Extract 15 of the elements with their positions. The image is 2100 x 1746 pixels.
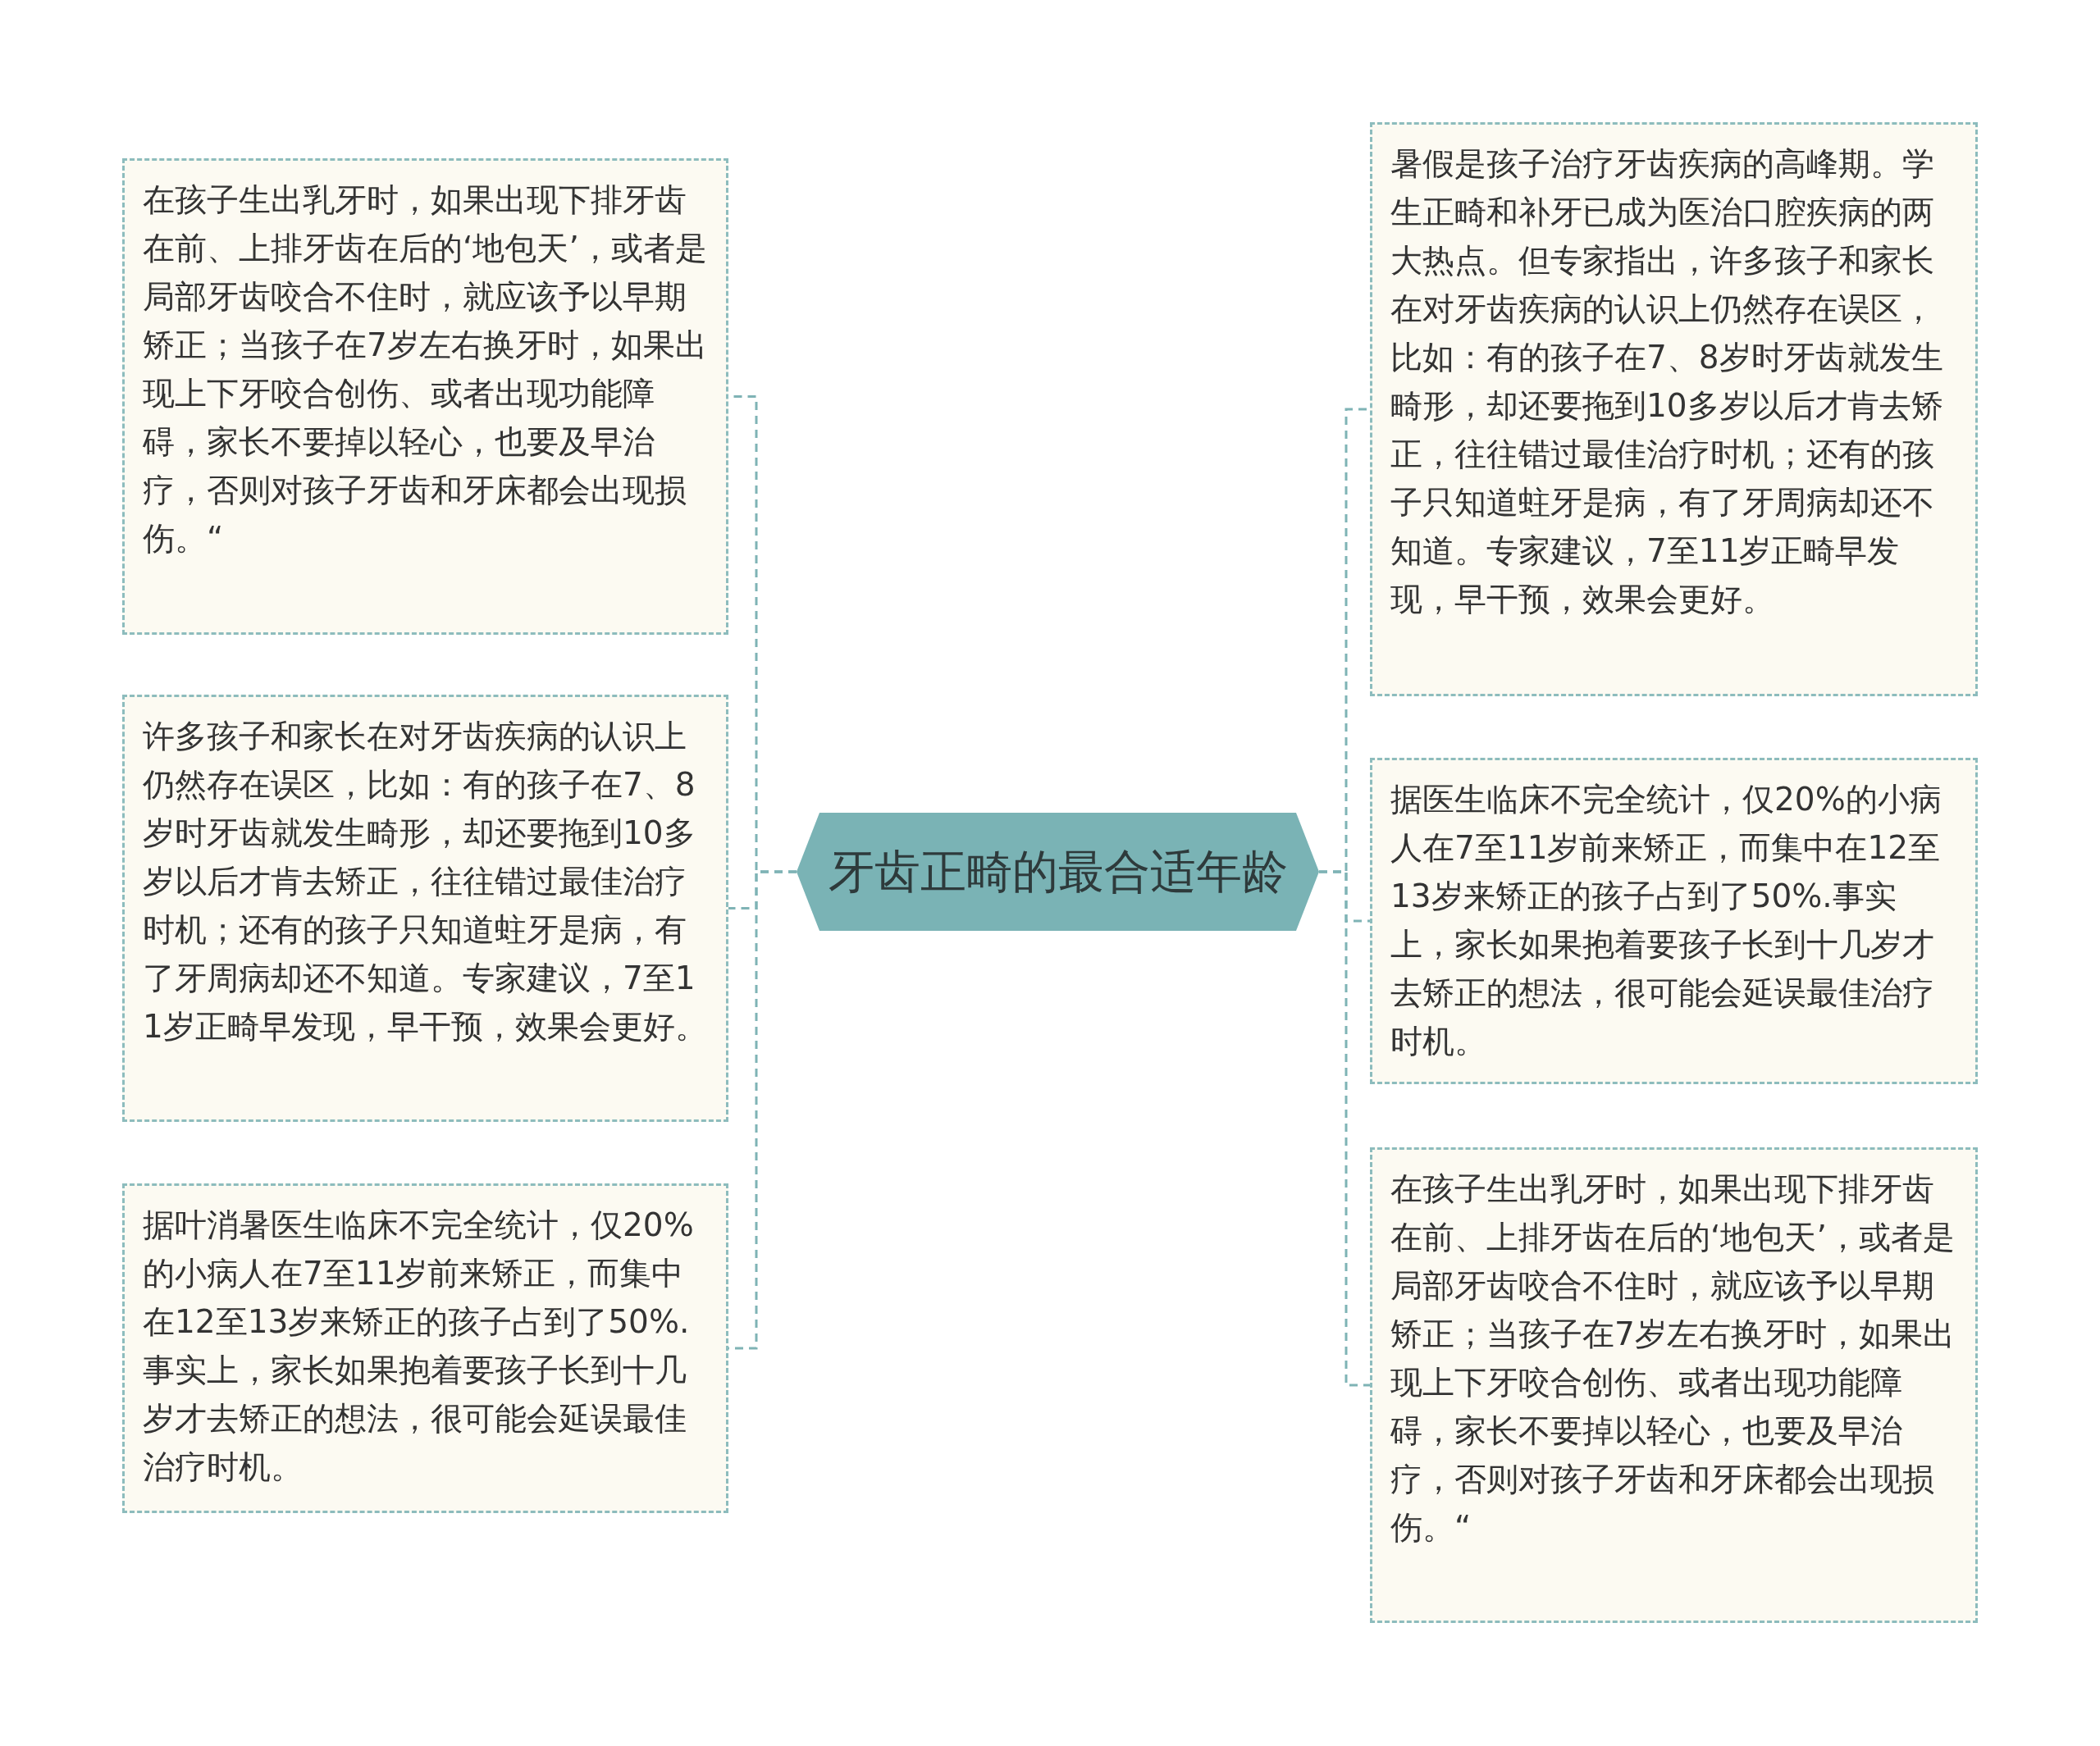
topic-title: 牙齿正畸的最合适年龄: [828, 844, 1288, 900]
text-card: [1370, 1147, 1978, 1623]
text-card: [122, 1183, 728, 1513]
topic-hexagon: [797, 813, 1319, 931]
card-text: 据叶消暑医生临床不完全统计，仅20%的小病人在7至11岁前来矫正，而集中在12至13岁来矫正的孩子占到了50%.事实上，家长如果抱着要孩子长到十几岁才去矫正的想法，很可能会延误最佳治疗时机。: [143, 1206, 695, 1487]
card-text: 在孩子生出乳牙时，如果出现下排牙齿在前、上排牙齿在后的‘地包天’，或者是局部牙齿咬合不住时，就应该予以早期矫正；当孩子在7岁左右换牙时，如果出现上下牙咬合创伤、或者出现功能障碍，家长不要掉以轻心，也要及早治疗，否则对孩子牙齿和牙床都会出现损伤。“: [1390, 1169, 1956, 1548]
card-text: 许多孩子和家长在对牙齿疾病的认识上仍然存在误区，比如：有的孩子在7、8岁时牙齿就发生畸形，却还要拖到10多岁以后才肯去矫正，往往错过最佳治疗时机；还有的孩子只知道蛀牙是病，有了牙周病却还不知道。专家建议，7至11岁正畸早发现，早干预，效果会更好。: [143, 717, 708, 1046]
text-card: [122, 158, 728, 635]
text-card: [122, 695, 728, 1122]
card-text: 在孩子生出乳牙时，如果出现下排牙齿在前、上排牙齿在后的‘地包天’，或者是局部牙齿咬合不住时，就应该予以早期矫正；当孩子在7岁左右换牙时，如果出现上下牙咬合创伤、或者出现功能障碍，家长不要掉以轻心，也要及早治疗，否则对孩子牙齿和牙床都会出现损伤。“: [143, 180, 708, 558]
text-card: [1370, 122, 1978, 696]
text-card: [1370, 758, 1978, 1084]
card-text: 据医生临床不完全统计，仅20%的小病人在7至11岁前来矫正，而集中在12至13岁来矫正的孩子占到了50%.事实上，家长如果抱着要孩子长到十几岁才去矫正的想法，很可能会延误最佳治疗时机。: [1390, 780, 1942, 1061]
card-text: 暑假是孩子治疗牙齿疾病的高峰期。学生正畸和补牙已成为医治口腔疾病的两大热点。但专家指出，许多孩子和家长在对牙齿疾病的认识上仍然存在误区，比如：有的孩子在7、8岁时牙齿就发生畸形，却还要拖到10多岁以后才肯去矫正，往往错过最佳治疗时机；还有的孩子只知道蛀牙是病，有了牙周病却还不知道。专家建议，7至11岁正畸早发现，早干预，效果会更好。: [1390, 144, 1944, 619]
connector-line: [1319, 870, 1370, 1387]
